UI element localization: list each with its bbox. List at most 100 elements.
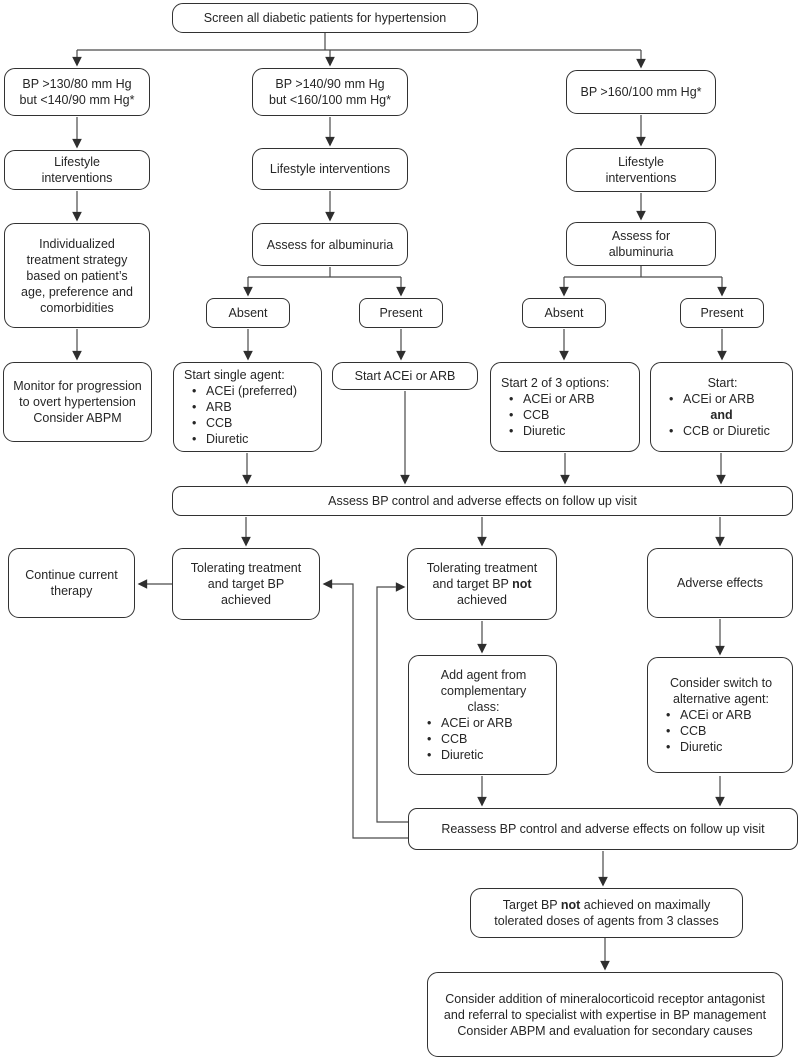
node-lifestyle-mid: Lifestyle interventions bbox=[252, 148, 408, 190]
text-line: Lifestyle bbox=[618, 155, 664, 169]
bold-text: not bbox=[560, 898, 581, 912]
text-line: Present bbox=[379, 306, 423, 320]
text-line: Assess for bbox=[611, 229, 671, 243]
bullet-item: Diuretic bbox=[189, 431, 313, 447]
node-bp-160-100: BP >160/100 mm Hg* bbox=[566, 70, 716, 114]
bullet-item: ACEi or ARB bbox=[663, 707, 784, 723]
text-line: Start: bbox=[707, 376, 738, 390]
text-line: based on patient’s bbox=[26, 268, 128, 283]
bullet-item: Diuretic bbox=[424, 747, 548, 763]
node-final-recommendation: Consider addition of mineralocorticoid r… bbox=[427, 972, 783, 1057]
bullet-item: CCB or Diuretic bbox=[666, 423, 784, 439]
bullet-list: CCB or Diuretic bbox=[659, 423, 784, 439]
node-lifestyle-left: Lifestyle interventions bbox=[4, 150, 150, 190]
bullet-list: ACEi or ARB CCB Diuretic bbox=[417, 715, 548, 763]
bullet-item: ACEi (preferred) bbox=[189, 383, 313, 399]
node-assess-albuminuria-right: Assess for albuminuria bbox=[566, 222, 716, 266]
text-block: Add agent from complementary class: bbox=[417, 667, 548, 715]
node-lifestyle-right: Lifestyle interventions bbox=[566, 148, 716, 192]
bullet-list: ACEi or ARB CCB Diuretic bbox=[499, 391, 631, 439]
node-individualized-strategy: Individualized treatment strategy based … bbox=[4, 223, 150, 328]
text-line: Consider ABPM bbox=[33, 411, 122, 425]
bold-text: not bbox=[512, 577, 532, 591]
text-line: Assess BP control and adverse effects on… bbox=[328, 494, 637, 508]
text-line: complementary bbox=[440, 684, 527, 698]
text-line: interventions bbox=[41, 171, 113, 185]
text-line: Screen all diabetic patients for hyperte… bbox=[203, 11, 447, 25]
text-segment: achieved on maximally tolerated doses of… bbox=[494, 898, 719, 928]
text-line: Tolerating treatment bbox=[426, 561, 538, 575]
text-line: BP >140/90 mm Hg bbox=[275, 77, 385, 91]
node-add-agent: Add agent from complementary class: ACEi… bbox=[408, 655, 557, 775]
text-line: achieved bbox=[456, 593, 508, 607]
bullet-item: CCB bbox=[506, 407, 631, 423]
text-line: BP >130/80 mm Hg bbox=[22, 77, 132, 91]
bullet-item: Diuretic bbox=[506, 423, 631, 439]
flow-arrows bbox=[72, 50, 727, 971]
node-absent-right: Absent bbox=[522, 298, 606, 328]
node-bp-130-80: BP >130/80 mm Hg but <140/90 mm Hg* bbox=[4, 68, 150, 116]
text-line: Individualized bbox=[39, 236, 115, 251]
text-line: Assess for albuminuria bbox=[266, 237, 394, 252]
node-absent-mid: Absent bbox=[206, 298, 290, 328]
node-screen: Screen all diabetic patients for hyperte… bbox=[172, 3, 478, 33]
text-line: Present bbox=[700, 306, 744, 320]
node-start-single-agent: Start single agent: ACEi (preferred) ARB… bbox=[173, 362, 322, 452]
node-present-right: Present bbox=[680, 298, 764, 328]
bullet-item: ARB bbox=[189, 399, 313, 415]
bullet-item: ACEi or ARB bbox=[424, 715, 548, 731]
bullet-list: ACEi or ARB bbox=[659, 391, 784, 407]
node-adverse-effects: Adverse effects bbox=[647, 548, 793, 618]
text-line: Start 2 of 3 options: bbox=[501, 376, 610, 390]
node-continue-therapy: Continue current therapy bbox=[8, 548, 135, 618]
text-line: comorbidities bbox=[40, 300, 114, 315]
text-line: Reassess BP control and adverse effects … bbox=[441, 822, 765, 836]
text-line: Lifestyle interventions bbox=[269, 162, 391, 176]
node-start-2-of-3: Start 2 of 3 options: ACEi or ARB CCB Di… bbox=[490, 362, 640, 452]
node-start-acei-arb: Start ACEi or ARB bbox=[332, 362, 478, 390]
bullet-item: CCB bbox=[663, 723, 784, 739]
node-present-mid: Present bbox=[359, 298, 443, 328]
node-tolerating-achieved: Tolerating treatment and target BP achie… bbox=[172, 548, 320, 620]
node-consider-switch: Consider switch to alternative agent: AC… bbox=[647, 657, 793, 773]
text-line: Consider addition of mineralocorticoid r… bbox=[443, 991, 767, 1022]
node-target-not-achieved: Target BP not achieved on maximally tole… bbox=[470, 888, 743, 938]
conjunction-label: and bbox=[710, 408, 733, 422]
text-line: class: bbox=[467, 700, 500, 714]
text-line: but <140/90 mm Hg* bbox=[19, 93, 135, 107]
text-line: Add agent from bbox=[440, 668, 527, 682]
node-assess-albuminuria-mid: Assess for albuminuria bbox=[252, 223, 408, 266]
text-line: and target BP bbox=[207, 577, 285, 591]
text-line: Absent bbox=[228, 306, 268, 320]
bullet-item: ACEi or ARB bbox=[506, 391, 631, 407]
node-reassess-bp-bar: Reassess BP control and adverse effects … bbox=[408, 808, 798, 850]
text-line: Start single agent: bbox=[184, 368, 285, 382]
text-line: Tolerating treatment bbox=[190, 561, 302, 575]
text-line: interventions bbox=[605, 171, 677, 185]
text-line: achieved bbox=[220, 593, 272, 607]
text-line: Start ACEi or ARB bbox=[354, 369, 456, 383]
node-bp-140-90: BP >140/90 mm Hg but <160/100 mm Hg* bbox=[252, 68, 408, 116]
bullet-list: ACEi or ARB CCB Diuretic bbox=[656, 707, 784, 755]
text-segment: and target BP bbox=[432, 577, 513, 591]
text-line: treatment strategy bbox=[26, 252, 128, 267]
text-line: Adverse effects bbox=[677, 576, 763, 590]
text-line: Monitor for progression to overt hyperte… bbox=[13, 379, 142, 409]
text-line: albuminuria bbox=[608, 245, 674, 259]
bullet-item: CCB bbox=[424, 731, 548, 747]
node-start-combination: Start: ACEi or ARB and CCB or Diuretic bbox=[650, 362, 793, 452]
text-line: BP >160/100 mm Hg* bbox=[580, 85, 702, 99]
text-line: and target BP not bbox=[432, 576, 531, 592]
bullet-item: Diuretic bbox=[663, 739, 784, 755]
text-line: age, preference and bbox=[21, 284, 133, 299]
node-tolerating-not-achieved: Tolerating treatment and target BP not a… bbox=[407, 548, 557, 620]
node-assess-bp-bar: Assess BP control and adverse effects on… bbox=[172, 486, 793, 516]
text-line: Consider ABPM and evaluation for seconda… bbox=[457, 1023, 753, 1038]
bullet-item: ACEi or ARB bbox=[666, 391, 784, 407]
text-line: Absent bbox=[544, 306, 584, 320]
bullet-item: CCB bbox=[189, 415, 313, 431]
text-line: but <160/100 mm Hg* bbox=[269, 93, 391, 107]
text-line: Lifestyle bbox=[54, 155, 100, 169]
